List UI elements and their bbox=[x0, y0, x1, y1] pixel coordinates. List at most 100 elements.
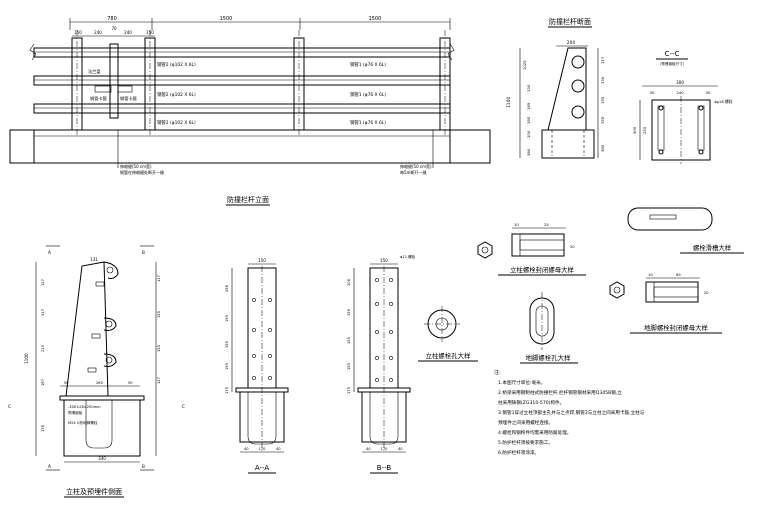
cc-dim-30a: 30 bbox=[650, 90, 655, 95]
rail-label-4: 钢管1 (φ76 X 6L) bbox=[350, 91, 386, 98]
rail-label-5: 钢管2 (φ102 X 6L) bbox=[157, 119, 196, 126]
rail-label-3: 钢管2 (φ102 X 6L) bbox=[157, 91, 196, 98]
aa-dl-2: 155 bbox=[225, 341, 229, 348]
side-label-clamp-2: 钢管卡箍 bbox=[120, 95, 138, 102]
rail-label-1: 钢管2 (φ102 X 6L) bbox=[157, 61, 196, 68]
slot-view: 螺栓滑槽大样 bbox=[627, 207, 744, 254]
side-concrete bbox=[63, 399, 141, 457]
aa-dl-1: 155 bbox=[225, 315, 229, 322]
concrete-base bbox=[33, 129, 451, 164]
section-pipe-1 bbox=[571, 55, 585, 69]
cc-bolt-1 bbox=[658, 105, 664, 111]
aa-top: 150 bbox=[258, 258, 266, 263]
elev-sub-240b: 240 bbox=[124, 30, 132, 35]
side-dl-0: 127 bbox=[41, 279, 45, 286]
marker-C-right: C bbox=[182, 404, 185, 409]
side-dr-1: 155 bbox=[157, 311, 161, 318]
flange bbox=[109, 43, 119, 119]
bb-dl-0: 108 bbox=[347, 278, 351, 286]
section-dl-3: 185 bbox=[526, 116, 531, 124]
side-label-clamp-1: 钢管卡箍 bbox=[90, 95, 108, 102]
section-dr-1: 130 bbox=[600, 76, 605, 84]
bb-note: φ12 螺栓 bbox=[400, 254, 416, 259]
bb-dl-4: 175 bbox=[347, 387, 351, 394]
notes: 注: 1.本图尺寸单位:毫米。 2.桥梁采用钢制柱式防撞栏杆,栏杆钢管钢材采用Q… bbox=[494, 369, 645, 456]
cc-bolt-4 bbox=[698, 149, 704, 155]
section-dr-4: 380 bbox=[600, 144, 605, 152]
slot-pipe bbox=[627, 207, 713, 231]
marker-B-top: B bbox=[142, 250, 145, 255]
cc-dim-240: 240 bbox=[676, 90, 684, 95]
side-anchor-label: M24 U形地脚螺栓 bbox=[68, 420, 98, 425]
section-view: 防撞栏杆断面 204 1100 1025 130 185 185 100 380… bbox=[506, 17, 605, 159]
foot-right-2: 每5m断开一缝 bbox=[400, 169, 426, 175]
side-plate-label: -300×28×250mm bbox=[68, 405, 101, 409]
note-8: 6.防护栏杆须涂漆。 bbox=[498, 449, 539, 456]
note-7: 5.防护栏杆须按要求施工。 bbox=[498, 439, 553, 446]
aa-bd-2: 40 bbox=[276, 447, 281, 451]
bb-top: 150 bbox=[380, 258, 388, 263]
nut-hex-2 bbox=[609, 281, 625, 299]
cc-bolt-note: 4φ16 螺栓 bbox=[714, 99, 733, 104]
bb-title: B--B bbox=[377, 464, 392, 472]
side-height: 1100 bbox=[24, 353, 29, 364]
elev-sub-70: 70 bbox=[111, 26, 117, 31]
elevation-title: 防撞栏杆立面 bbox=[227, 195, 269, 204]
side-bd-0: 50 bbox=[64, 381, 69, 385]
side-dl-2: 219 bbox=[41, 344, 45, 352]
note-3: 柱采用铸钢(ZG310-570)构件。 bbox=[498, 399, 564, 406]
bb-dl-1: 155 bbox=[347, 309, 351, 316]
bb-dl-2: 155 bbox=[347, 337, 351, 344]
cc-side-250: 250 bbox=[642, 126, 647, 134]
aa-dl-3: 155 bbox=[225, 363, 229, 370]
side-bottom-total: 340 bbox=[98, 456, 106, 461]
bb-bd-1: 170 bbox=[381, 447, 389, 451]
bolt-hole-title: 立柱螺栓孔大样 bbox=[426, 351, 471, 360]
section-dl-4: 100 bbox=[526, 130, 531, 138]
side-label-flange: 法兰盘 bbox=[88, 68, 101, 75]
sleeve1-title: 立柱螺栓封闭螺母大样 bbox=[510, 265, 575, 274]
aa-dl-0: 258 bbox=[225, 284, 229, 292]
section-dl-5: 380 bbox=[526, 148, 531, 156]
cc-view: C--C (预埋钢板尺寸) 300 30 240 30 4φ16 螺栓 300 … bbox=[632, 50, 733, 164]
elev-sub-150a: 150 bbox=[74, 30, 82, 35]
bb-view: 150 φ12 螺栓 108 155 155 155 175 40 170 40… bbox=[347, 254, 416, 474]
sleeve2-dim-a: 10 bbox=[648, 272, 653, 277]
note-6: 4.螺栓和钢构件均需采用防腐处理。 bbox=[498, 429, 571, 436]
section-dl-2: 185 bbox=[526, 102, 531, 110]
section-top-dim: 204 bbox=[567, 40, 576, 46]
note-1: 1.本图尺寸单位:毫米。 bbox=[498, 379, 545, 386]
sleeve2-side: 20 bbox=[704, 291, 709, 295]
side-title: 立柱及预埋件侧面 bbox=[66, 487, 122, 496]
section-dl-0: 1025 bbox=[522, 60, 527, 70]
nut-hex-1 bbox=[477, 241, 493, 259]
side-view: A B C C A B 131 -300×28×250mm 预埋钢板 M24 U… bbox=[8, 245, 185, 498]
side-dl-1: 317 bbox=[41, 309, 45, 316]
marker-A-bottom: A bbox=[48, 464, 51, 469]
side-plate-note: 预埋钢板 bbox=[68, 410, 83, 415]
elev-dim-780: 780 bbox=[107, 16, 117, 22]
side-dr-0: 117 bbox=[157, 275, 161, 282]
sleeve1-side: 20 bbox=[570, 245, 575, 249]
rail-label-6: 钢管1 (φ76 X 6L) bbox=[350, 119, 386, 126]
aa-title: A--A bbox=[255, 464, 270, 472]
section-base bbox=[541, 129, 595, 159]
marker-A-top: A bbox=[48, 250, 51, 255]
section-dl-1: 130 bbox=[526, 84, 531, 92]
section-pipe-3 bbox=[571, 105, 585, 119]
bb-bd-0: 40 bbox=[366, 447, 371, 451]
foot-right-1: 伸缩缝(50 cm宽) bbox=[400, 163, 432, 169]
sleeve1-view: 10 25 20 立柱螺栓封闭螺母大样 bbox=[477, 222, 586, 276]
bb-dl-3: 155 bbox=[347, 363, 351, 370]
section-dr-0: 117 bbox=[600, 56, 605, 64]
aa-view: 150 258 155 155 155 175 40 170 40 A--A bbox=[225, 258, 289, 474]
side-dl-3: 167 bbox=[41, 379, 45, 386]
bb-bd-2: 40 bbox=[398, 447, 403, 451]
cc-side-300: 300 bbox=[632, 126, 637, 134]
section-pipe-2 bbox=[571, 79, 585, 93]
sleeve1-dim-a: 10 bbox=[514, 222, 519, 227]
side-anchor bbox=[85, 400, 113, 449]
foot-left-2: 钢管在伸缩缝处断开一缝 bbox=[120, 169, 164, 175]
side-bd-2: 50 bbox=[128, 381, 133, 385]
